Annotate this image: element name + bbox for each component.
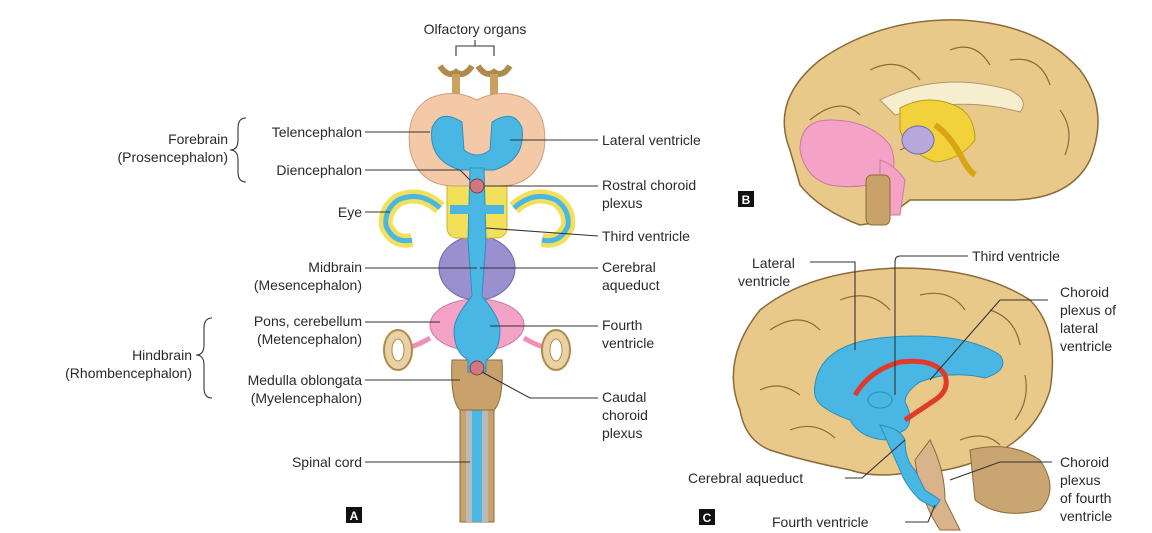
- label-rostral-choroid-1: Rostral choroid: [602, 177, 696, 193]
- panel-c-brain: [733, 268, 1052, 530]
- label-c-lateral-2: ventricle: [738, 273, 790, 289]
- panel-a-labels: Olfactory organs Forebrain (Prosencephal…: [65, 21, 701, 470]
- rostral-choroid-plexus: [470, 179, 484, 193]
- panel-b-brainstem: [866, 175, 890, 225]
- label-c-cp4-3: of fourth: [1060, 490, 1111, 506]
- label-c-fourth-ventricle: Fourth ventricle: [772, 514, 869, 530]
- panel-tag-a-letter: A: [350, 509, 359, 523]
- panel-a-vesicles: [384, 40, 570, 522]
- panel-tag-c: C: [699, 509, 715, 525]
- label-c-cp-lat-3: lateral: [1060, 320, 1098, 336]
- label-telencephalon: Telencephalon: [272, 124, 362, 140]
- label-medulla-oblongata: Medulla oblongata: [248, 372, 363, 388]
- olfactory-stalk-right: [490, 74, 498, 96]
- label-c-lateral-1: Lateral: [752, 255, 795, 271]
- label-c-cp4-2: plexus: [1060, 472, 1100, 488]
- label-cerebral-aqueduct-1: Cerebral: [602, 259, 656, 275]
- otic-vesicle-left-inner: [392, 339, 404, 361]
- label-diencephalon: Diencephalon: [276, 162, 362, 178]
- label-lateral-ventricle: Lateral ventricle: [602, 132, 701, 148]
- label-mesencephalon: (Mesencephalon): [254, 277, 362, 293]
- label-prosencephalon: (Prosencephalon): [117, 149, 228, 165]
- label-caudal-choroid-2: choroid: [602, 407, 648, 423]
- olfactory-organ-left: [440, 66, 472, 74]
- label-olfactory-organs: Olfactory organs: [424, 21, 527, 37]
- olfactory-bracket: [456, 46, 494, 56]
- panel-tag-c-letter: C: [703, 511, 712, 525]
- label-c-cerebral-aqueduct: Cerebral aqueduct: [688, 470, 803, 486]
- label-c-cp-lat-4: ventricle: [1060, 338, 1112, 354]
- label-pons-cerebellum: Pons, cerebellum: [254, 313, 362, 329]
- label-metencephalon: (Metencephalon): [257, 331, 362, 347]
- olfactory-organ-right: [478, 66, 510, 74]
- label-midbrain: Midbrain: [308, 259, 362, 275]
- label-forebrain: Forebrain: [168, 131, 228, 147]
- label-hindbrain: Hindbrain: [132, 347, 192, 363]
- label-eye: Eye: [338, 204, 362, 220]
- hindbrain-brace: [196, 318, 212, 398]
- panel-tag-b-letter: B: [742, 193, 751, 207]
- label-fourth-ventricle-1: Fourth: [602, 317, 642, 333]
- olfactory-stalk-left: [452, 74, 460, 96]
- label-spinal-cord: Spinal cord: [292, 454, 362, 470]
- panel-b-midbrain: [902, 126, 934, 154]
- caudal-choroid-plexus: [470, 361, 484, 375]
- label-third-ventricle: Third ventricle: [602, 228, 690, 244]
- panel-c-third-ventricle: [868, 392, 892, 408]
- optic-ventricle-connection: [450, 205, 504, 214]
- label-rostral-choroid-2: plexus: [602, 195, 642, 211]
- label-rhombencephalon: (Rhombencephalon): [65, 365, 192, 381]
- label-myelencephalon: (Myelencephalon): [251, 390, 362, 406]
- label-c-cp4-1: Choroid: [1060, 454, 1109, 470]
- panel-c-cerebellum: [970, 447, 1050, 514]
- forebrain-brace: [230, 118, 246, 182]
- label-c-cp4-4: ventricle: [1060, 508, 1112, 524]
- panel-tag-a: A: [346, 507, 362, 523]
- label-caudal-choroid-3: plexus: [602, 425, 642, 441]
- label-c-cp-lat-2: plexus of: [1060, 302, 1116, 318]
- label-c-cp-lat-1: Choroid: [1060, 284, 1109, 300]
- label-cerebral-aqueduct-2: aqueduct: [602, 277, 660, 293]
- label-fourth-ventricle-2: ventricle: [602, 335, 654, 351]
- panel-b-sagittal-brain: [784, 20, 1098, 225]
- label-caudal-choroid-1: Caudal: [602, 389, 646, 405]
- panel-tag-b: B: [738, 191, 754, 207]
- label-c-third-ventricle: Third ventricle: [972, 248, 1060, 264]
- otic-vesicle-right-inner: [550, 339, 562, 361]
